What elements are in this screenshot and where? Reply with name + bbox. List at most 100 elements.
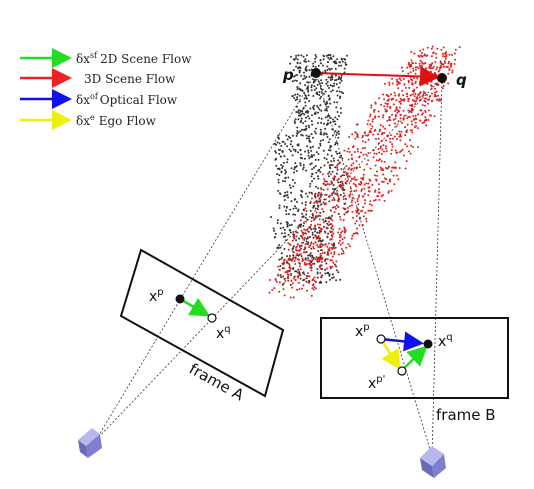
cloud-a-point (306, 228, 309, 231)
cloud-b-point (312, 218, 315, 221)
cloud-b-point (317, 192, 320, 195)
cloud-a-point (312, 78, 315, 81)
cloud-b-point (381, 167, 384, 170)
cloud-a-point (324, 219, 327, 222)
cloud-b-point (404, 86, 407, 89)
cloud-b-point (406, 145, 409, 148)
cloud-b-point (336, 164, 339, 167)
cloud-a-point (341, 58, 343, 61)
frame-b-box (320, 317, 509, 399)
cloud-a-point (283, 228, 286, 231)
cloud-b-point (442, 46, 445, 49)
cloud-b-point (340, 248, 343, 250)
cloud-a-point (304, 67, 307, 70)
cloud-b-point (317, 200, 320, 203)
cloud-b-point (404, 167, 407, 170)
cloud-b-point (376, 133, 379, 136)
cloud-a-point (317, 175, 319, 178)
cloud-a-point (279, 155, 282, 158)
cloud-a-point (320, 240, 322, 243)
cloud-a-point (308, 135, 311, 138)
cloud-b-point (396, 78, 398, 81)
cloud-b-point (414, 66, 417, 69)
cloud-a-point (314, 192, 317, 195)
cloud-b-point (333, 253, 336, 256)
cloud-b-point (388, 83, 391, 86)
cloud-b-point (427, 118, 430, 121)
cloud-b-point (377, 137, 380, 140)
camera-a-icon (78, 428, 102, 458)
cloud-b-point (437, 94, 440, 97)
cloud-b-point (410, 59, 413, 62)
cloud-a-point (328, 138, 331, 141)
cloud-b-point (303, 278, 306, 281)
cloud-a-point (320, 79, 322, 82)
cloud-a-point (285, 134, 288, 137)
cloud-b-point (407, 115, 410, 118)
cloud-b-point (324, 217, 327, 220)
cloud-b-point (410, 120, 413, 123)
cloud-b-point (344, 202, 347, 205)
cloud-a-point (276, 173, 279, 176)
cloud-b-point (390, 93, 392, 96)
cloud-a-point (286, 191, 289, 193)
cloud-b-point (399, 139, 402, 142)
cloud-a-point (288, 148, 291, 151)
cloud-a-point (336, 90, 338, 93)
cloud-b-point (356, 207, 359, 210)
cloud-a-point (343, 67, 346, 70)
cloud-a-point (297, 118, 300, 121)
cloud-b-point (298, 270, 301, 273)
cloud-b-point (306, 263, 308, 265)
cloud-a-point (328, 97, 331, 100)
cloud-b-point (340, 231, 343, 234)
cloud-a-point (311, 168, 314, 171)
legend-item-3d-scene-flow: 3D Scene Flow (20, 68, 176, 88)
cloud-a-point (323, 100, 325, 103)
cloud-a-point (280, 171, 283, 174)
cloud-a-point (332, 118, 334, 121)
cloud-a-point (332, 276, 335, 279)
cloud-b-point (344, 182, 347, 184)
cloud-b-point (441, 87, 444, 90)
cloud-b-point (292, 256, 295, 259)
cloud-a-point (279, 265, 282, 267)
cloud-b-point (324, 183, 327, 186)
cloud-b-point (407, 61, 410, 64)
cloud-b-point (382, 116, 384, 119)
cloud-a-point (299, 225, 302, 228)
cloud-b-point (389, 119, 392, 122)
cloud-b-point (315, 237, 318, 240)
cloud-a-point (314, 54, 317, 56)
cloud-a-point (333, 84, 335, 87)
cloud-a-point (327, 95, 330, 98)
cloud-b-point (312, 288, 315, 291)
cloud-b-point (326, 183, 329, 186)
cloud-b-point (406, 95, 409, 98)
cloud-a-point (335, 269, 338, 272)
cloud-b-point (407, 150, 410, 153)
cloud-a-point (304, 204, 307, 206)
cloud-b-point (278, 290, 281, 293)
cloud-a-point (335, 106, 338, 109)
cloud-a-point (321, 64, 324, 67)
cloud-a-point (309, 155, 312, 158)
cloud-b-point (415, 100, 418, 103)
cloud-a-point (308, 75, 311, 78)
cloud-b-point (443, 60, 446, 63)
cloud-a-point (283, 199, 286, 201)
cloud-b-point (382, 114, 385, 117)
cloud-b-point (289, 296, 292, 299)
cloud-b-point (385, 109, 388, 112)
cloud-a-point (292, 213, 295, 216)
cloud-b-point (442, 63, 445, 66)
cloud-a-point (341, 60, 344, 63)
cloud-a-point (313, 227, 315, 230)
cloud-b-point (290, 279, 293, 282)
cloud-a-point (310, 89, 313, 92)
cloud-a-point (287, 277, 289, 280)
cloud-a-point (301, 212, 304, 215)
